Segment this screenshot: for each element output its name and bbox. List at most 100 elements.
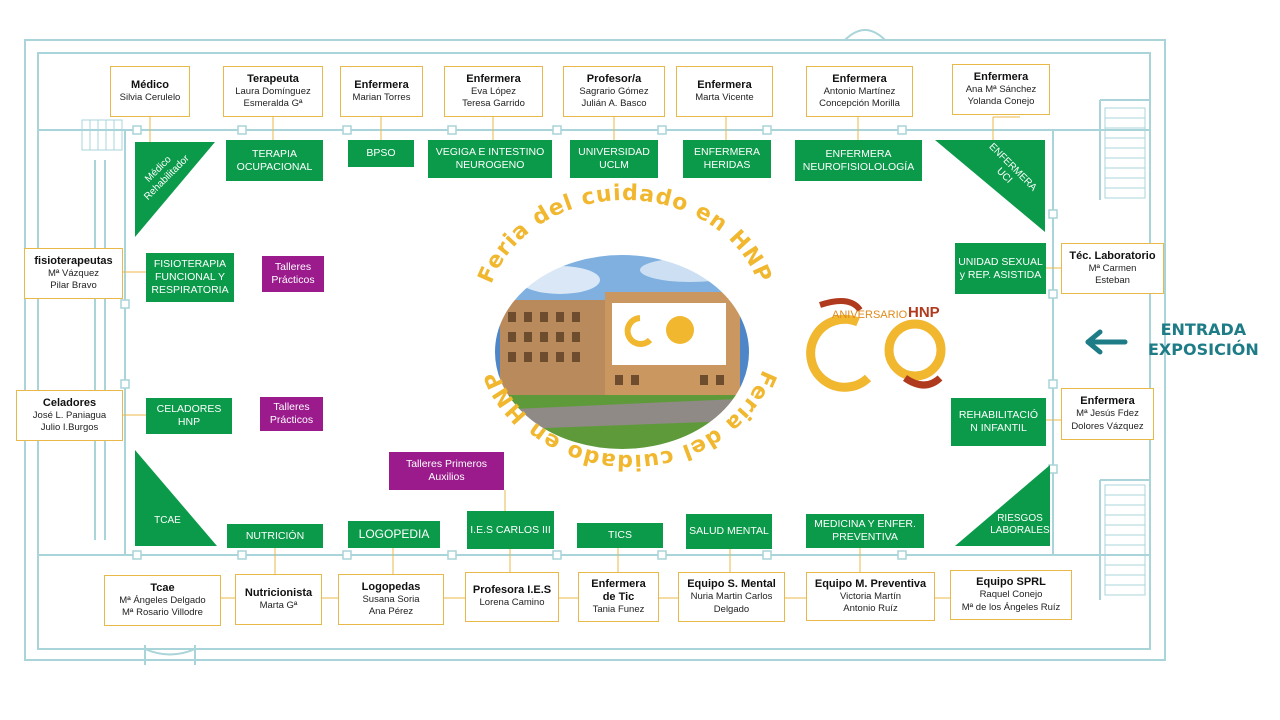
person-card-nutricionista: Nutricionista Marta Gª <box>235 574 322 625</box>
corner-label-riesgos-laborales: RIESGOS LABORALES <box>990 513 1050 536</box>
card-name: Concepción Morilla <box>819 98 900 109</box>
card-name: Mª Jesús Fdez <box>1076 408 1139 419</box>
card-role: Celadores <box>42 396 97 409</box>
card-name: Laura Domínguez <box>235 85 311 97</box>
person-card-sprl: Equipo SPRL Raquel Conejo Mª de los Ánge… <box>950 570 1072 620</box>
station-celadores: CELADORES HNP <box>146 398 232 434</box>
workshop-talleres-practicos-2: Talleres Prácticos <box>260 397 323 431</box>
card-name: Pilar Bravo <box>50 280 97 291</box>
card-role: Profesora I.E.S <box>472 584 552 597</box>
hospital-photo <box>494 254 750 450</box>
card-name: Esmeralda Gª <box>243 98 303 109</box>
card-role: Profesor/a <box>586 72 642 85</box>
card-role: fisioterapeutas <box>34 254 113 267</box>
card-name: Yolanda Conejo <box>967 96 1035 107</box>
corner-label-tcae: TCAE <box>154 515 181 526</box>
entrance-line-1: ENTRADA <box>1160 320 1247 339</box>
card-role: Médico <box>131 78 169 91</box>
card-role: Enfermera <box>466 72 521 85</box>
station-nutricion: NUTRICIÓN <box>227 524 323 548</box>
card-name: Dolores Vázquez <box>1071 420 1144 432</box>
person-card-medico: Médico Silvia Cerulelo <box>110 66 190 117</box>
person-card-enfermera-rehab: Enfermera Mª Jesús Fdez Dolores Vázquez <box>1061 388 1154 440</box>
card-role: Enfermera <box>1080 395 1135 407</box>
station-salud-mental: SALUD MENTAL <box>686 514 772 549</box>
card-name: Raquel Conejo <box>979 589 1043 600</box>
card-name: Nuria Martin Carlos <box>690 591 773 602</box>
card-name: Victoria Martín <box>839 590 902 602</box>
card-name: Tania Funez <box>592 603 645 615</box>
card-name: Ana Pérez <box>368 606 414 617</box>
card-name: Delgado <box>713 603 750 615</box>
outer-wall <box>24 39 1166 661</box>
station-tics: TICS <box>577 523 663 548</box>
workshop-primeros-auxilios: Talleres Primeros Auxilios <box>389 452 504 490</box>
station-fisioterapia: FISIOTERAPIA FUNCIONAL Y RESPIRATORIA <box>146 253 234 302</box>
station-unidad-sexual: UNIDAD SEXUAL y REP. ASISTIDA <box>955 243 1046 294</box>
card-name: Antonio Ruíz <box>843 603 898 614</box>
card-name: Julio I.Burgos <box>40 422 99 433</box>
card-name: Esteban <box>1095 275 1130 286</box>
card-role: Tcae <box>150 581 175 594</box>
station-ies-carlos-iii: I.E.S CARLOS III <box>467 511 554 549</box>
card-role: Nutricionista <box>244 586 313 599</box>
svg-text:HNP: HNP <box>908 304 940 321</box>
card-name: Julián A. Basco <box>581 98 647 109</box>
logo-text: ANIVERSARIO <box>832 309 908 321</box>
station-enfermera-neurofisiologia: ENFERMERA NEUROFISIOLOLOGÍA <box>795 140 922 181</box>
card-name: Teresa Garrido <box>462 98 525 109</box>
card-name: José L. Paniagua <box>32 409 107 421</box>
corner-station-top-left <box>135 142 215 237</box>
person-card-logopedas: Logopedas Susana Soria Ana Pérez <box>338 574 444 625</box>
card-name: Marta Vicente <box>695 91 754 103</box>
person-card-tec-laboratorio: Téc. Laboratorio Mª Carmen Esteban <box>1061 243 1164 294</box>
station-rehabilitacion-infantil: REHABILITACIÓ N INFANTIL <box>951 398 1046 446</box>
card-name: Mª de los Ángeles Ruíz <box>961 601 1061 613</box>
card-name: Mª Vázquez <box>47 267 100 279</box>
corner-station-bottom-right <box>955 465 1050 546</box>
station-vegiga-intestino: VEGIGA E INTESTINO NEUROGENO <box>428 140 552 178</box>
card-role: Equipo M. Preventiva <box>814 577 927 590</box>
card-name: Ana Mª Sánchez <box>965 83 1037 95</box>
person-card-enfermera-bpso: Enfermera Marian Torres <box>340 66 423 117</box>
card-name: Silvia Cerulelo <box>119 91 181 103</box>
station-bpso: BPSO <box>348 140 414 167</box>
card-name: Mª Rosario Villodre <box>122 607 203 618</box>
card-role: Enfermera <box>697 78 752 91</box>
card-role: Téc. Laboratorio <box>1069 249 1156 262</box>
card-name: Marta Gª <box>259 599 298 611</box>
card-role: Enfermera <box>354 78 409 91</box>
aniversario-logo: ANIVERSARIO HNP <box>806 298 946 392</box>
person-card-enfermera-vegiga: Enfermera Eva López Teresa Garrido <box>444 66 543 117</box>
card-role: Logopedas <box>361 580 421 593</box>
inner-wall <box>37 52 1151 650</box>
card-role: Equipo S. Mental <box>687 578 776 590</box>
station-medicina-preventiva: MEDICINA Y ENFER. PREVENTIVA <box>806 514 924 548</box>
entrance-line-2: EXPOSICIÓN <box>1148 340 1259 359</box>
entrance-arrow-icon <box>1085 329 1128 355</box>
exhibition-area <box>124 129 1054 556</box>
card-name: Antonio Martínez <box>823 85 896 97</box>
card-role: Equipo SPRL <box>976 576 1046 588</box>
person-card-salud-mental: Equipo S. Mental Nuria Martin Carlos Del… <box>678 572 785 622</box>
person-card-tcae: Tcae Mª Ángeles Delgado Mª Rosario Villo… <box>104 575 221 626</box>
person-card-enfermera-neuro: Enfermera Antonio Martínez Concepción Mo… <box>806 66 913 117</box>
person-card-enfermera-heridas: Enfermera Marta Vicente <box>676 66 773 117</box>
card-name: Mª Ángeles Delgado <box>119 594 206 606</box>
corner-station-top-right <box>935 140 1045 232</box>
card-name: Mª Carmen <box>1088 262 1137 274</box>
person-card-enfermera-uci: Enfermera Ana Mª Sánchez Yolanda Conejo <box>952 64 1050 115</box>
station-enfermera-heridas: ENFERMERA HERIDAS <box>683 140 771 178</box>
corner-station-bottom-left <box>135 450 217 546</box>
card-name: Lorena Camino <box>479 597 545 609</box>
entrance-label: ENTRADA EXPOSICIÓN <box>1148 320 1259 360</box>
station-universidad-uclm: UNIVERSIDAD UCLM <box>570 140 658 178</box>
card-name: Eva López <box>471 85 516 97</box>
card-role: Enfermera <box>832 72 887 85</box>
person-card-fisioterapeutas: fisioterapeutas Mª Vázquez Pilar Bravo <box>24 248 123 299</box>
card-name: Susana Soria <box>362 593 420 605</box>
person-card-terapeuta: Terapeuta Laura Domínguez Esmeralda Gª <box>223 66 323 117</box>
person-card-profesora-ies: Profesora I.E.S Lorena Camino <box>465 572 559 622</box>
workshop-talleres-practicos-1: Talleres Prácticos <box>262 256 324 292</box>
